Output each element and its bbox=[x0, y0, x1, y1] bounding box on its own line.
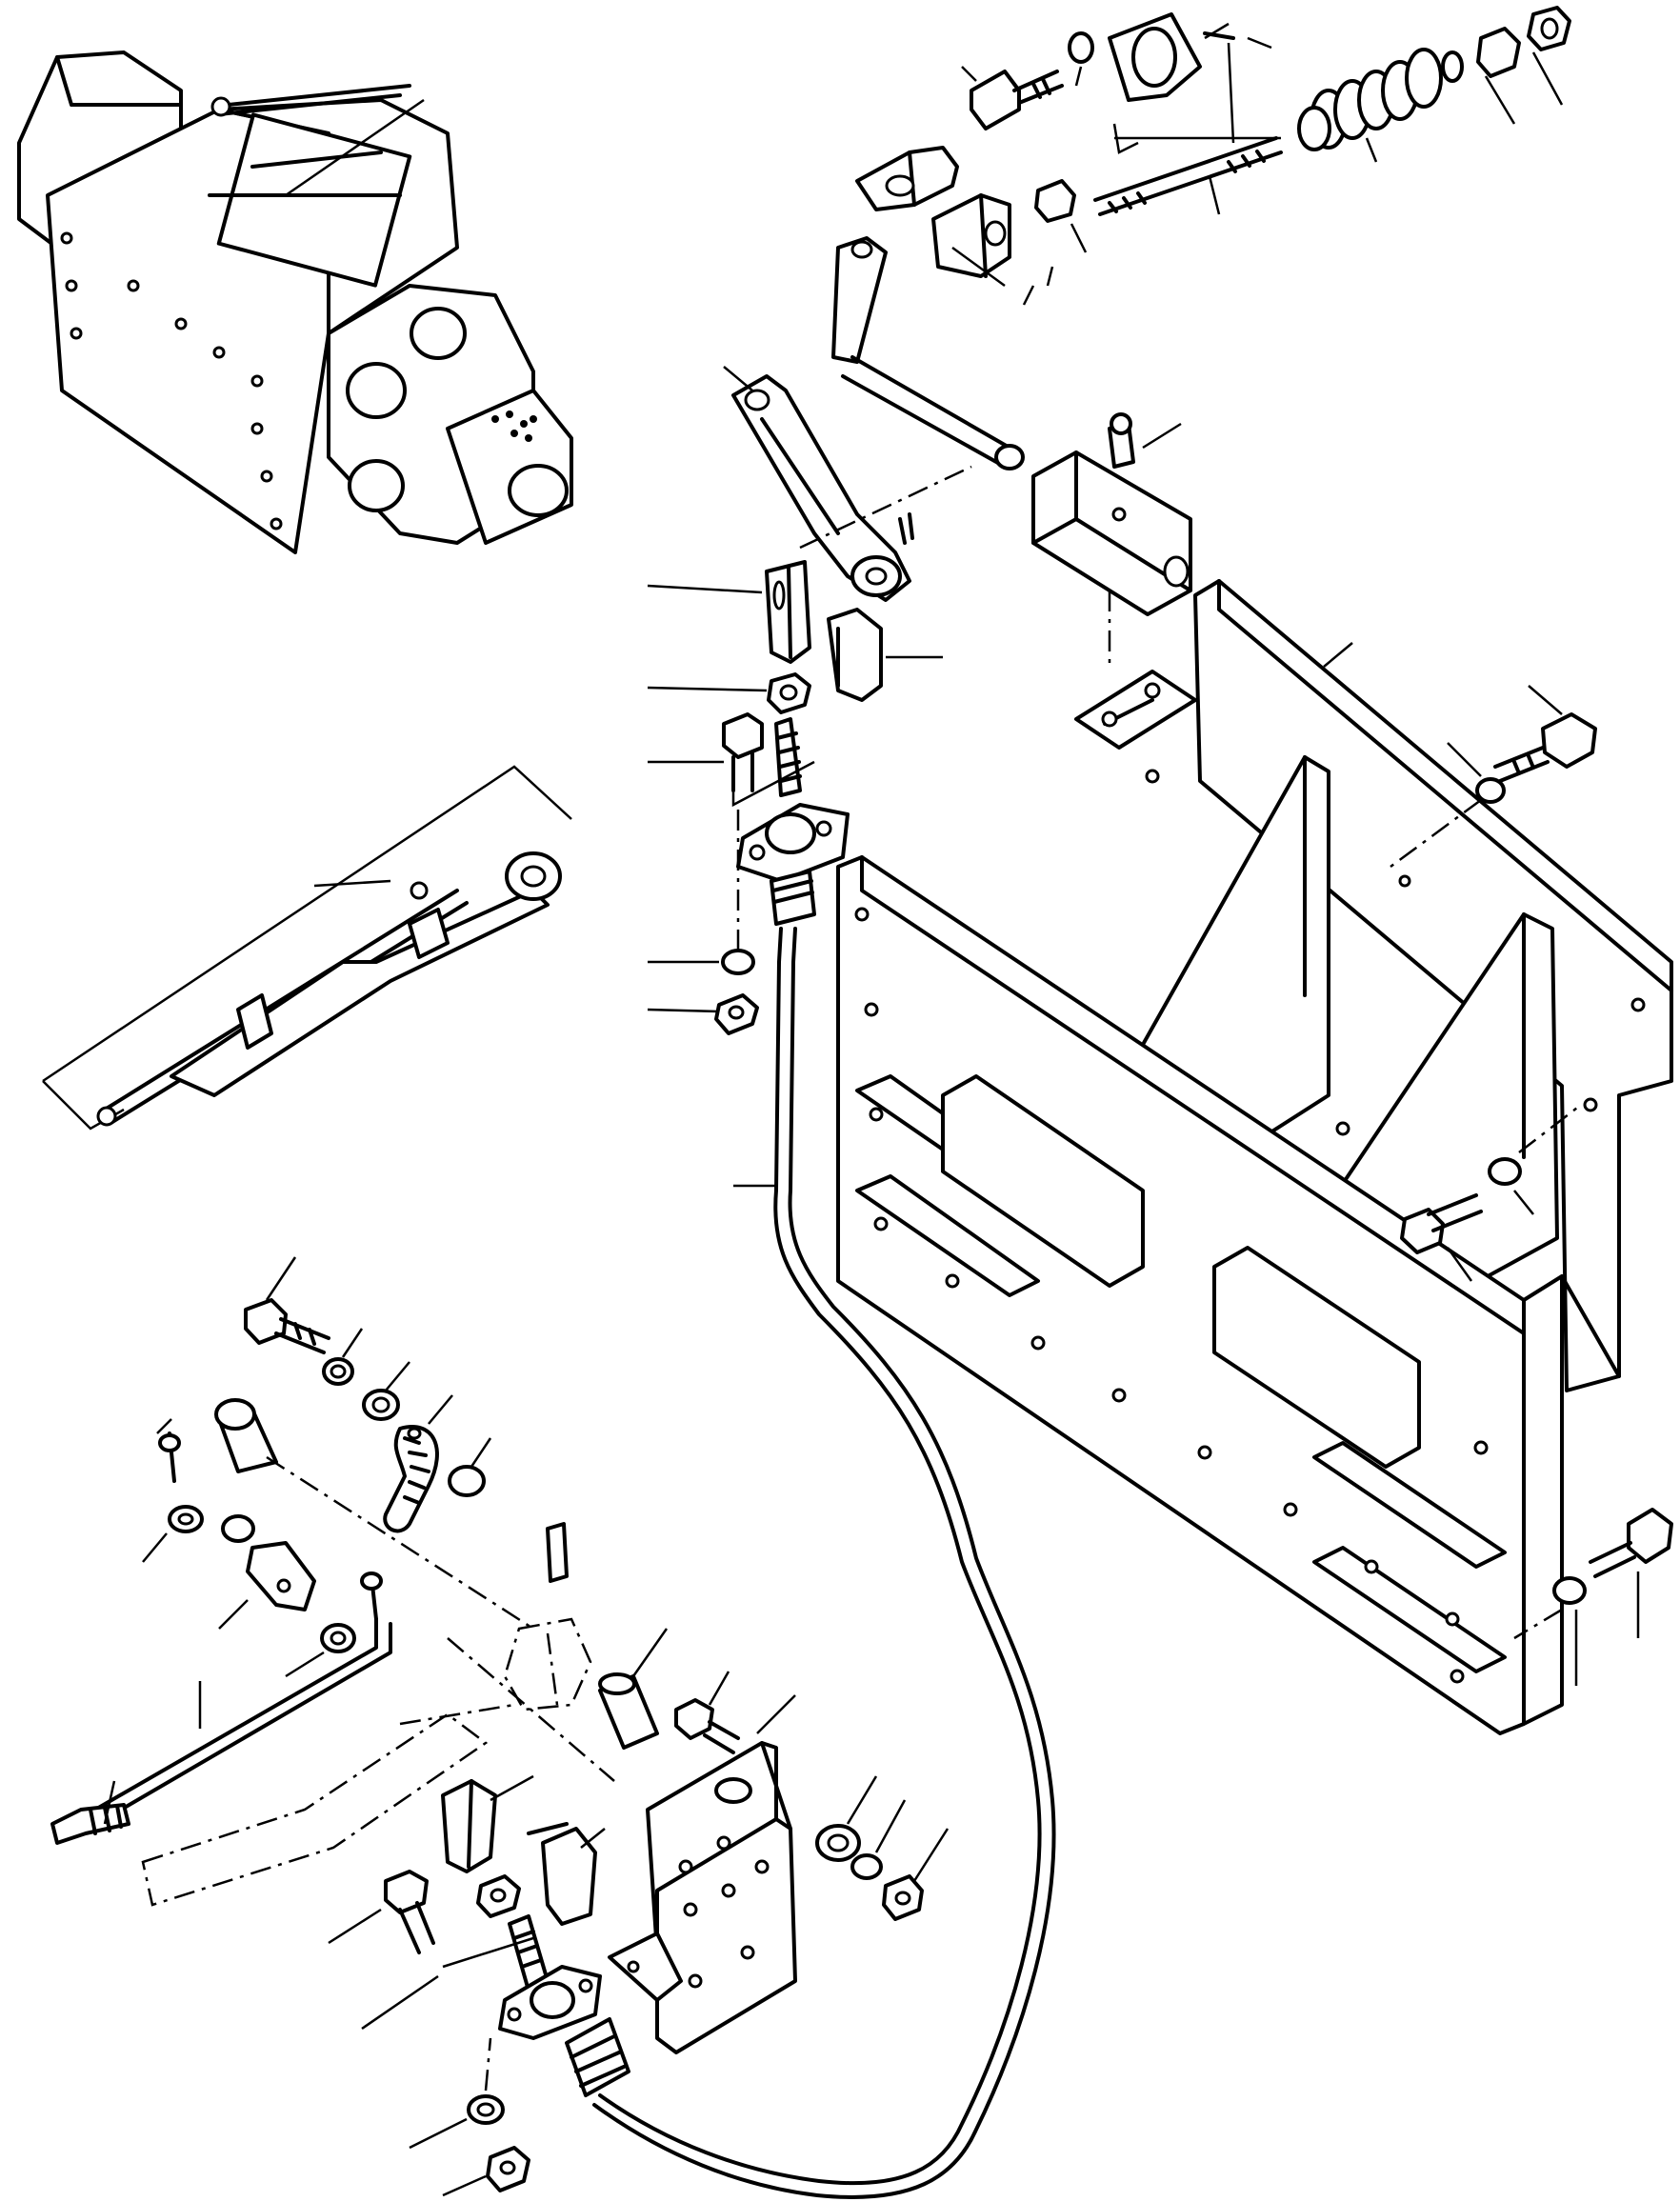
bell-crank-lever bbox=[723, 366, 972, 602]
upper-linkage bbox=[831, 146, 1054, 470]
frame-bolt-holes bbox=[60, 231, 283, 530]
control-lever-bracket bbox=[598, 1628, 950, 2054]
lower-left-hardware bbox=[141, 1256, 615, 1907]
clutch-rod-assembly bbox=[42, 765, 572, 1131]
cable-clevis-group bbox=[647, 560, 943, 1035]
adjuster-spring-assembly bbox=[961, 6, 1571, 253]
pivot-block bbox=[1031, 412, 1192, 667]
mounting-bracket-plate bbox=[836, 579, 1673, 1735]
control-cable bbox=[565, 927, 1056, 2199]
adjuster-spring bbox=[1297, 48, 1443, 151]
hub-dots bbox=[491, 410, 537, 442]
plate-bolt-holes bbox=[854, 769, 1646, 1684]
bracket-holes bbox=[627, 1835, 770, 1989]
linkage-rod bbox=[50, 1617, 392, 1845]
winch-assembly bbox=[17, 50, 573, 554]
cable-lower-end-fitting bbox=[565, 2017, 630, 2097]
right-hardware bbox=[1390, 685, 1673, 1686]
lower-cable-end-group bbox=[328, 1774, 606, 2197]
quadrant-segment bbox=[383, 1394, 453, 1533]
